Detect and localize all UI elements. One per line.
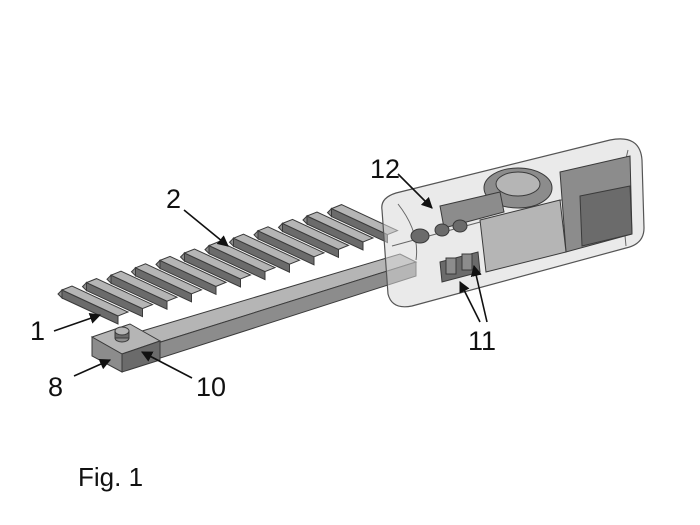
callout-10: 10 bbox=[196, 372, 226, 402]
figure-caption: Fig. 1 bbox=[78, 462, 143, 492]
leader-1 bbox=[54, 315, 100, 331]
transparent-housing bbox=[382, 139, 644, 307]
callout-11: 11 bbox=[468, 326, 496, 356]
callout-1: 1 bbox=[30, 316, 45, 346]
callout-12: 12 bbox=[370, 154, 400, 184]
callout-8: 8 bbox=[48, 372, 63, 402]
callout-2: 2 bbox=[166, 184, 181, 214]
leader-2 bbox=[184, 210, 228, 246]
leader-8 bbox=[74, 360, 110, 376]
